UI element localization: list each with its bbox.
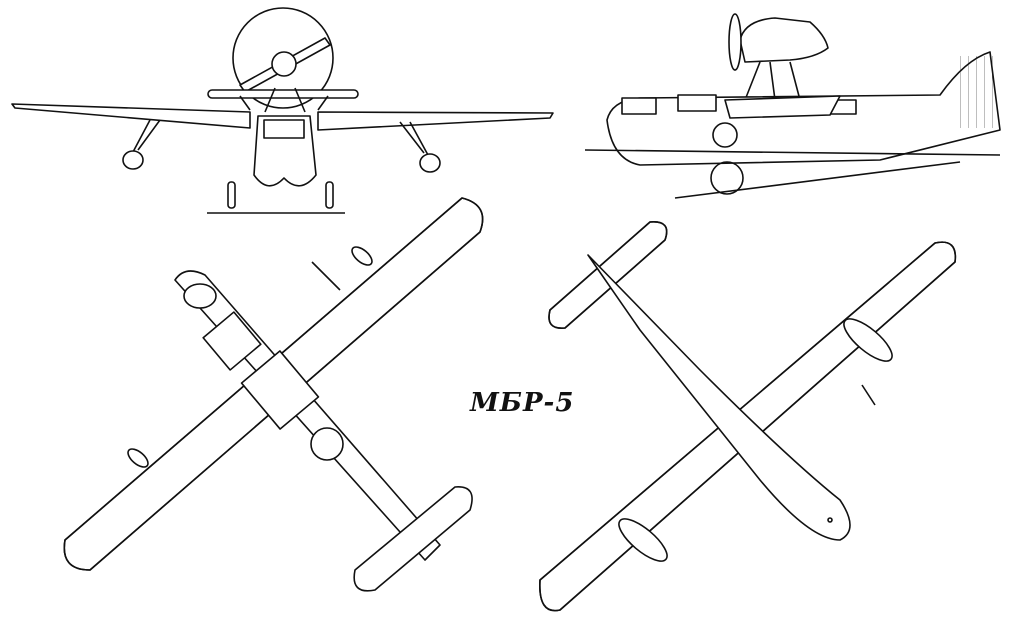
wing-root [724,95,841,119]
propeller-disc [232,7,334,109]
front-view [11,7,554,214]
tailplane [207,89,359,99]
spinner [271,51,297,77]
top-engine [240,350,320,430]
side-view [584,13,1001,199]
aircraft-title: МБР-5 [470,388,575,418]
right-wing [317,111,554,131]
right-float [843,318,893,362]
cockpit [263,119,305,139]
top-tailplane [353,486,473,592]
left-float [618,518,668,562]
bottom-hull [587,254,851,541]
right-float [419,153,441,173]
propeller [728,13,742,71]
engine-nacelle [739,17,829,63]
left-wing [11,103,251,129]
left-float [122,150,144,170]
cockpit-mid [677,94,717,112]
top-view [63,197,484,592]
float-side [712,122,738,148]
bottom-view [539,221,957,612]
cockpit-front [621,97,657,115]
